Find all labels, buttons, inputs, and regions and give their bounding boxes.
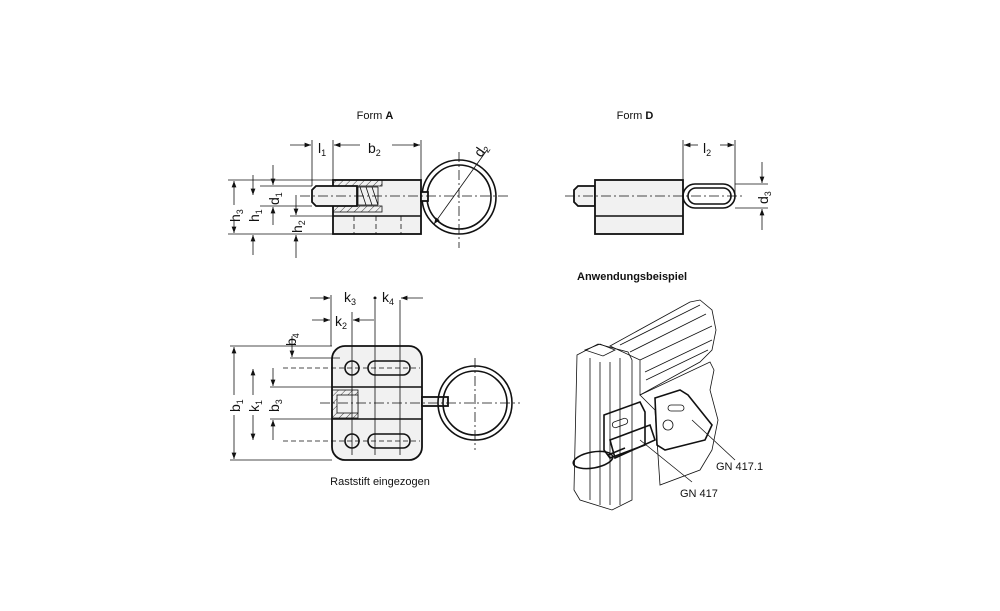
dim-k3-label: k3	[344, 289, 356, 307]
dim-k2-label: k2	[335, 313, 347, 331]
dim-k1-label: k1	[246, 400, 264, 412]
vertical-profile	[573, 343, 633, 511]
form-d-title: Form D	[617, 110, 654, 122]
label-gn417: GN 417	[680, 488, 718, 500]
dim-h3-label: h3	[227, 209, 245, 222]
application-example: Anwendungsbeispiel GN 417.1 GN 417	[572, 271, 763, 511]
gn4171-part	[654, 389, 713, 451]
dim-b2-label: b2	[368, 140, 381, 158]
form-a-title: Form A	[357, 110, 394, 122]
dim-b3-label: b3	[266, 399, 284, 412]
form-a-pin	[311, 185, 358, 207]
dim-b4-label: b4	[283, 333, 301, 346]
dim-l1-label: l1	[318, 140, 326, 158]
dim-d3-label: d3	[755, 191, 773, 204]
dim-k4-label: k4	[382, 289, 394, 307]
horizontal-profile	[609, 299, 717, 396]
form-d-body	[594, 179, 684, 235]
dim-h1-label: h1	[246, 209, 264, 222]
top-view: k3 k4 k2 b4 b1 k1 b3 Raststift eingezoge…	[227, 289, 520, 488]
dim-l2-label: l2	[703, 140, 711, 158]
top-view-caption: Raststift eingezogen	[330, 476, 430, 488]
dim-d1-label: d1	[266, 192, 284, 205]
dim-b1-label: b1	[227, 399, 245, 412]
application-pull-ring	[572, 450, 614, 470]
form-d-view: Form D l2 d3	[565, 110, 773, 235]
application-title: Anwendungsbeispiel	[577, 271, 687, 283]
dim-d2-label: d2	[470, 140, 492, 161]
label-gn4171: GN 417.1	[716, 461, 763, 473]
dim-h2-label: h2	[289, 220, 307, 233]
form-a-view: Form A l1 b2 d2 h3 h1 d1 h2	[227, 110, 508, 258]
